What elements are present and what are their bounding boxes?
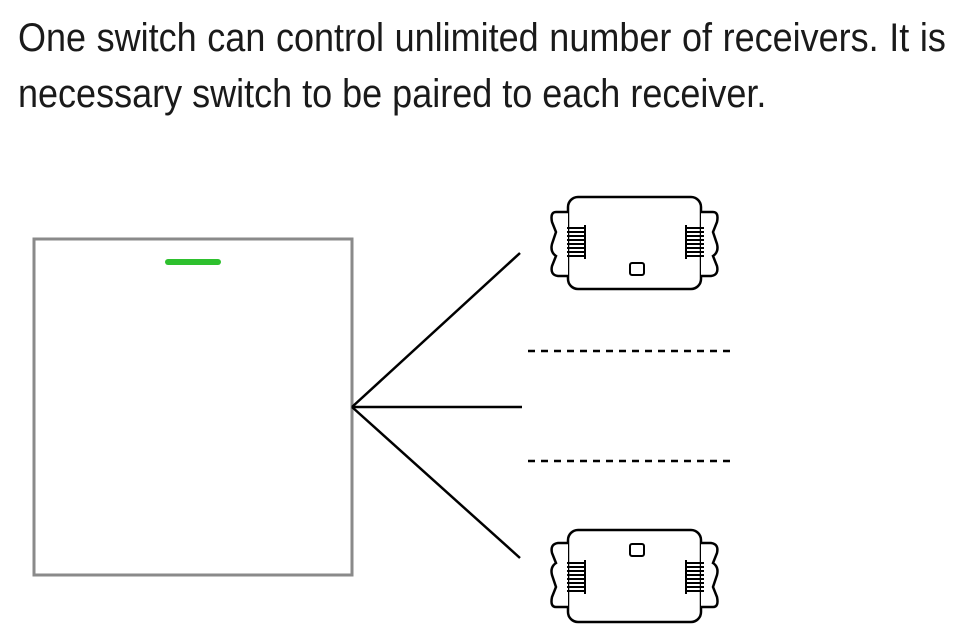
dashed-lines	[528, 349, 736, 463]
caption-text: One switch can control unlimited number …	[18, 16, 946, 116]
switch-panel	[32, 237, 354, 577]
connector-lines	[351, 252, 522, 559]
switch-panel-frame	[32, 237, 354, 577]
receiver-bottom	[550, 528, 719, 624]
connector-line-bottom	[351, 406, 521, 559]
connector-line-top	[351, 252, 521, 408]
receiver-top	[550, 195, 719, 291]
